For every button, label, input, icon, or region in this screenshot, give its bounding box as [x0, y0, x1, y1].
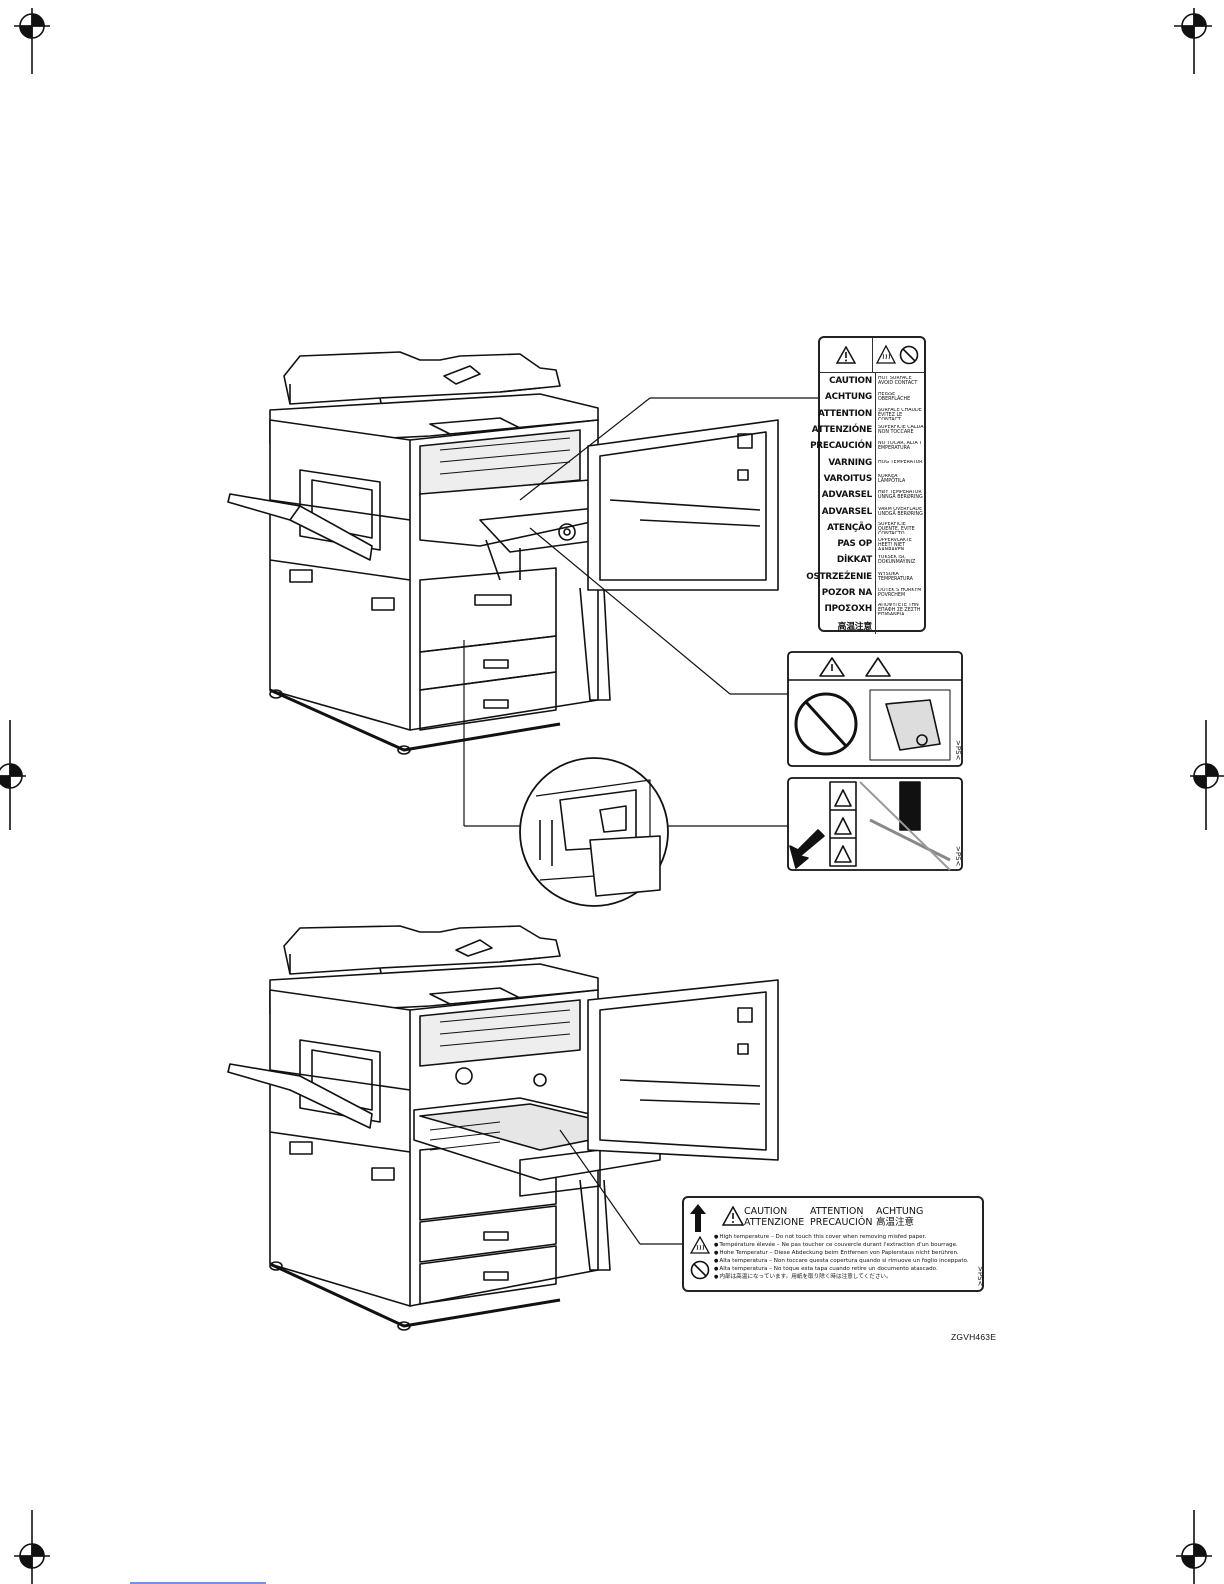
registration-mark-mid-left — [0, 720, 26, 830]
warning-description: HØY TEMPERATUR UNNGÅ BERØRING — [878, 490, 923, 501]
label-marking-2: >PS< — [954, 846, 962, 867]
warning-word: ADVARSEL — [820, 503, 876, 520]
label-icons-row — [820, 338, 924, 373]
registration-mark-mid-right — [1190, 720, 1224, 830]
label-headings: CAUTION ATTENTION ACHTUNG ATTENZIONE PRECAU… — [744, 1206, 942, 1228]
hot-surface-icon — [690, 1236, 710, 1254]
figure-code: ZGVH463E — [951, 1332, 997, 1342]
warning-word: ATTENTION — [818, 405, 876, 422]
warning-description: ΑΠΟΦΥΓΕΤΕ ΤΗΝ ΕΠΑΦΗ ΣΕ ΖΕΣΤΗ ΕΠΙΦΑΝΕΙΑ — [878, 603, 921, 615]
warning-description: NO TOCAR, ALTA T EMPERATURA — [878, 441, 923, 452]
warning-description: KORKEA LÄMPÖTILA — [878, 473, 906, 484]
warning-word: PRECAUCIÓN — [810, 438, 876, 455]
warning-description: VARM OVERFLADE UNDGÅ BERØRING — [878, 506, 923, 517]
heading-caution: CAUTION — [744, 1206, 788, 1217]
warning-word: DİKKAT — [820, 552, 876, 569]
line-de: Hohe Temperatur – Diese Abdeckung beim E… — [714, 1249, 974, 1257]
label-marking-1: >PS< — [954, 740, 962, 761]
up-arrow-icon — [690, 1204, 706, 1232]
heading-japanese: 高温注意 — [876, 1217, 915, 1228]
warning-word: ADVARSEL — [820, 487, 876, 504]
warning-word: ATENÇÃO — [820, 519, 876, 536]
warning-word: VAROITUS — [820, 470, 876, 488]
heading-achtung: ACHTUNG — [876, 1206, 924, 1217]
line-fr: Température élevée – Ne pas toucher ce c… — [714, 1241, 974, 1249]
label-text-lines: High temperature – Do not touch this cov… — [714, 1233, 974, 1282]
heading-attenzione: ATTENZIONE — [744, 1217, 805, 1228]
label-arrow-illustration — [787, 777, 963, 871]
heading-attention: ATTENTION — [810, 1206, 864, 1217]
warning-word: ACHTUNG — [820, 389, 876, 406]
hot-surface-icon — [873, 338, 925, 372]
line-ja: 内部は高温になっています。用紙を取り除く時は注意してください。 — [714, 1273, 974, 1281]
line-it: Alta temperatura – Non toccare questa co… — [714, 1257, 974, 1265]
warning-description: YÜKSEK ISI, DOKUNMAYINIZ — [878, 555, 916, 566]
registration-mark-bottom-right — [1176, 1510, 1212, 1584]
detail-magnifier — [519, 757, 669, 907]
warning-triangle-icon — [722, 1206, 744, 1226]
warning-word: OSTRZEŻENIE — [806, 568, 876, 585]
warning-description: HÖG TEMPERATUR — [878, 460, 923, 466]
warning-description: OPPERVLAKTE HEET! NIET AANRAKEN — [878, 538, 912, 550]
copier-bottom — [227, 925, 779, 1331]
warning-word: ATTENZIÓNE — [812, 421, 876, 439]
registration-mark-bottom-left — [14, 1510, 50, 1584]
label-no-touch-illustration — [787, 651, 963, 767]
warning-word: ΠΡΟΣΟΧΗ — [820, 601, 876, 618]
warning-word: PAS OP — [820, 535, 876, 553]
line-es: Alta temperatura – No toque esta tapa cu… — [714, 1265, 974, 1273]
warning-description: HEIßE OBERFLÄCHE — [878, 392, 911, 403]
copier-top — [227, 351, 818, 827]
warning-description: SURFACE CHAUDE ÉVITEZ LE CONTACT — [878, 407, 922, 420]
misfed-paper-caution-label: CAUTION ATTENTION ACHTUNG ATTENZIONE PRECAU… — [682, 1196, 984, 1292]
warning-word: VARNING — [820, 454, 876, 471]
label-marking-3: >PS< — [976, 1266, 984, 1287]
line-en: High temperature – Do not touch this cov… — [714, 1233, 974, 1241]
warning-triangle-icon — [820, 338, 873, 372]
warning-word: POZOR NA — [820, 584, 876, 602]
warning-word: 高温注意 — [820, 617, 876, 634]
heading-precaucion: PRECAUCIÓN — [810, 1217, 873, 1228]
warning-description: WYSOKA TEMPERATURA — [878, 571, 913, 582]
warning-description: HOT SURFACE AVOID CONTACT — [878, 376, 918, 387]
warning-row: ACHTUNGHEIßE OBERFLÄCHE — [820, 389, 924, 406]
warning-description: SUPERFICIE CALDA NON TOCCARE — [878, 425, 924, 436]
warning-row: 高温注意 — [820, 617, 924, 634]
registration-mark-top-right — [1174, 8, 1212, 74]
warning-description: SUPERFÍCIE QUENTE, EVITE CONTACTO — [878, 521, 915, 534]
no-touch-icon — [690, 1260, 710, 1280]
registration-mark-top-left — [14, 8, 50, 74]
warning-word: CAUTION — [820, 373, 876, 390]
warning-description: DOTEK S HORKÝM POVRCHEM — [878, 588, 922, 598]
